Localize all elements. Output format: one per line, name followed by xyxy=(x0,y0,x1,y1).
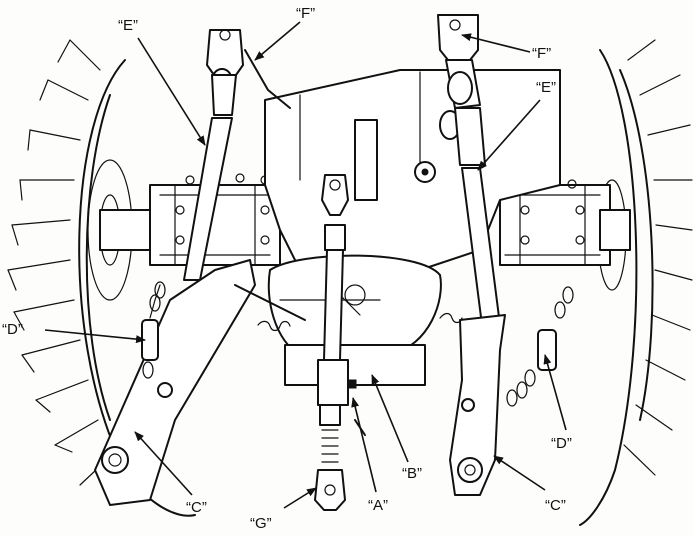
right-sway-chain xyxy=(506,286,574,407)
callout-labels: “E” “F” “F” “E” “D” “D” “C” “C” “B” “A” … xyxy=(2,5,572,532)
arrow-c-left xyxy=(134,431,193,496)
callout-label-f-right: “F” xyxy=(532,45,551,62)
right-top-link xyxy=(437,14,501,326)
arrow-f-left xyxy=(254,21,301,61)
callout-label-d-left: “D” xyxy=(2,321,23,338)
callout-label-a: “A” xyxy=(368,497,388,514)
right-axle-housing xyxy=(490,177,631,266)
arrow-a xyxy=(351,397,377,493)
arrow-b xyxy=(371,374,409,463)
callout-label-b: “B” xyxy=(402,465,422,482)
callout-label-f-left: “F” xyxy=(296,5,315,22)
callout-label-e-right: “E” xyxy=(536,79,556,96)
arrow-f-right xyxy=(461,33,531,53)
arrow-d-right xyxy=(543,354,567,431)
callout-label-g: “G” xyxy=(250,515,272,532)
callout-label-c-left: “C” xyxy=(186,499,207,516)
arrow-g xyxy=(283,487,317,509)
arrow-d-left xyxy=(44,329,146,344)
callout-label-c-right: “C” xyxy=(545,497,566,514)
center-leveling-rod xyxy=(314,174,366,511)
right-lower-lift-arm xyxy=(439,312,506,496)
callout-label-e-left: “E” xyxy=(118,17,138,34)
left-top-link xyxy=(183,29,291,281)
arrow-e-right xyxy=(477,99,541,171)
right-rear-tire xyxy=(579,39,693,526)
callout-label-d-right: “D” xyxy=(551,435,572,452)
callout-arrows xyxy=(44,21,567,509)
arrow-c-right xyxy=(493,455,546,491)
left-rear-tire xyxy=(7,39,196,517)
arrow-e-left xyxy=(137,37,206,146)
